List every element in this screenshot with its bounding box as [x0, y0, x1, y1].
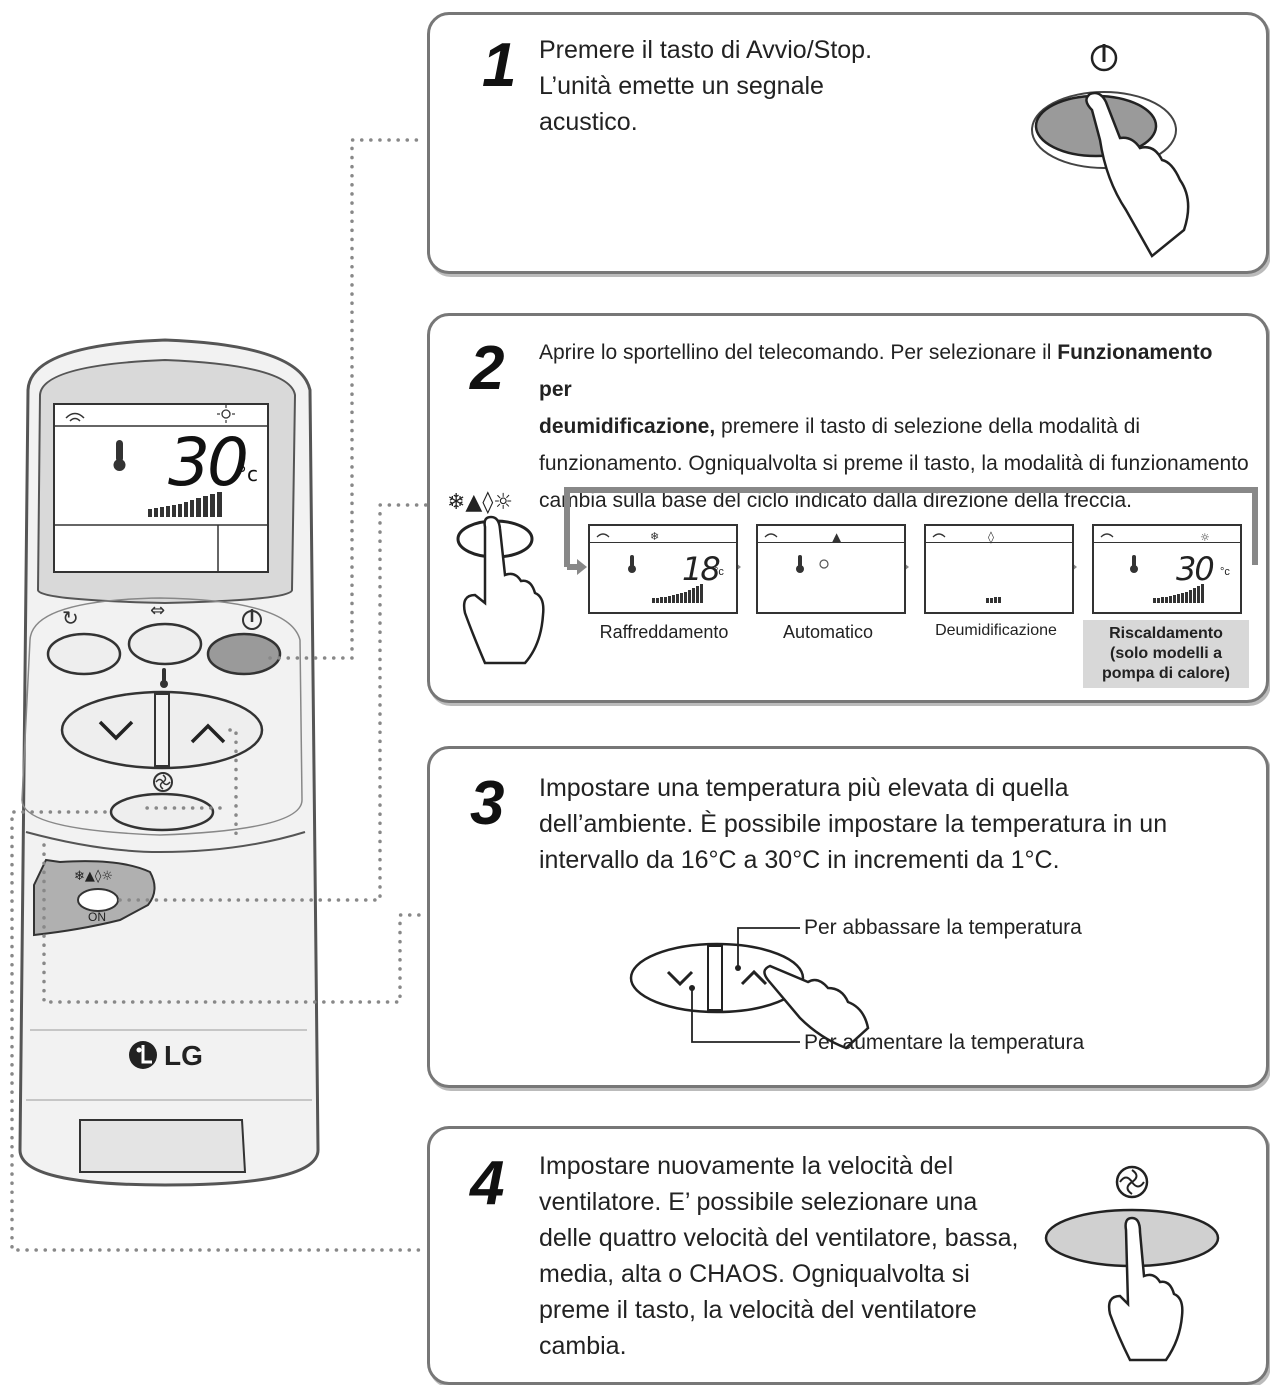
step-4-line-6: cambia.: [539, 1332, 627, 1360]
mode-button-press-illustration: ❄▲◊☼: [447, 490, 545, 665]
step-1-line-2: L’unità emette un segnale: [539, 72, 824, 100]
step-2-number: 2: [470, 334, 505, 403]
mode-lcd-heating-temp: 30: [1176, 550, 1215, 588]
svg-text:▲: ▲: [832, 530, 842, 544]
mode-lcd-auto: [756, 524, 906, 614]
step-4-line-2: ventilatore. E’ possibile selezionare un…: [539, 1188, 978, 1216]
mode-lcd-icons: ❄ ▲ ◊ ☼: [596, 530, 1210, 603]
temperature-buttons-illustration: [629, 927, 870, 1050]
remote-temp-display: 30: [168, 424, 249, 501]
remote-temp-unit: °c: [237, 462, 258, 486]
step-4-text: Impostare nuovamente la velocità del ven…: [539, 1148, 1018, 1364]
step-2-line-2: deumidificazione, premere il tasto di se…: [539, 415, 1141, 438]
mode-label-dehumidify: Deumidificazione: [935, 622, 1057, 639]
mode-label-cooling: Raffreddamento: [599, 622, 729, 642]
step-1-line-1: Premere il tasto di Avvio/Stop.: [539, 36, 873, 64]
mode-lcd-cooling-temp: 18: [682, 550, 721, 588]
step-3-line-3: intervallo da 16°C a 30°C in incrementi …: [539, 846, 1060, 874]
svg-text:❄▲◊☼: ❄▲◊☼: [447, 490, 513, 515]
step-4-line-4: media, alta o CHAOS. Ogniqualvolta si: [539, 1260, 970, 1288]
annotation-lower-temp: Per abbassare la temperatura: [804, 916, 1082, 939]
step-2-line-4: cambia sulla base del ciclo indicato dal…: [539, 489, 1132, 512]
step-2-line-3: funzionamento. Ogniqualvolta si preme il…: [539, 452, 1249, 475]
remote-brand-logo: LG: [164, 1040, 203, 1071]
svg-text:↻: ↻: [62, 606, 79, 630]
remote-on-label: ON: [88, 910, 106, 924]
step-3-line-2: dell’ambiente. È possibile impostare la …: [539, 810, 1168, 838]
step-3-number: 3: [470, 769, 505, 838]
mode-label-heating: Riscaldamento (solo modelli a pompa di c…: [1083, 620, 1249, 688]
step-1-number: 1: [482, 31, 517, 100]
fan-button-press-illustration: [1044, 1165, 1220, 1362]
mode-lcd-cooling-unit: °c: [714, 566, 724, 578]
svg-text:☼: ☼: [1200, 531, 1210, 544]
step-1-text: Premere il tasto di Avvio/Stop. L’unità …: [539, 32, 872, 140]
svg-text:◊: ◊: [988, 530, 994, 544]
step-1-line-3: acustico.: [539, 108, 638, 136]
annotation-raise-temp: Per aumentare la temperatura: [804, 1031, 1085, 1054]
svg-text:⇔: ⇔: [150, 600, 165, 621]
mode-lcd-cooling: 18 °c: [588, 524, 738, 614]
step-3-text: Impostare una temperatura più elevata di…: [539, 770, 1167, 878]
step-4-line-3: delle quattro velocità del ventilatore, …: [539, 1224, 1019, 1252]
mode-label-auto: Automatico: [782, 622, 874, 642]
step-2-text: Aprire lo sportellino del telecomando. P…: [539, 334, 1249, 519]
svg-text:❄: ❄: [650, 530, 659, 543]
step-4-line-5: preme il tasto, la velocità del ventilat…: [539, 1296, 977, 1324]
step-4-number: 4: [470, 1149, 505, 1218]
power-button-press-illustration: [1031, 44, 1190, 258]
mode-lcd-dehumidify: [924, 524, 1074, 614]
svg-text:❄▲◊☼: ❄▲◊☼: [74, 869, 113, 884]
step-2-line-1: Aprire lo sportellino del telecomando. P…: [539, 341, 1213, 401]
mode-lcd-heating-unit: °c: [1220, 566, 1230, 578]
step-4-line-1: Impostare nuovamente la velocità del: [539, 1152, 954, 1180]
step-3-line-1: Impostare una temperatura più elevata di…: [539, 774, 1069, 802]
